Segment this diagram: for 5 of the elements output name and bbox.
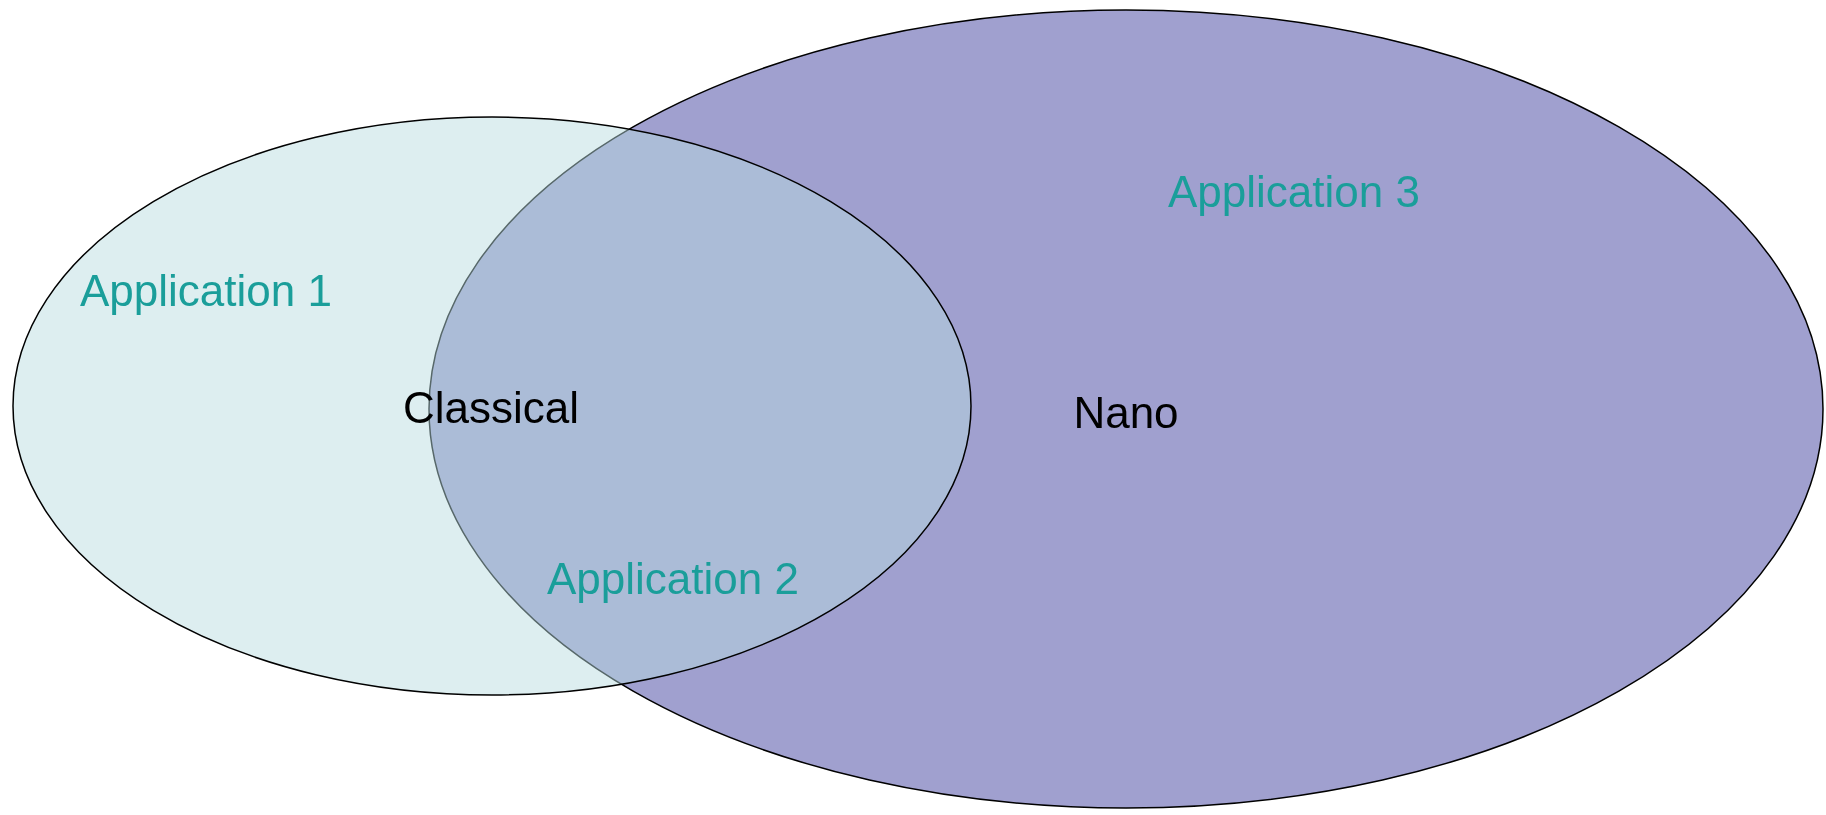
- application-label: Application 3: [1168, 167, 1420, 217]
- application-label: Application 1: [80, 266, 332, 316]
- application-label: Application 2: [547, 554, 799, 604]
- set-label: Nano: [1073, 388, 1179, 438]
- set-label: Classical: [403, 383, 579, 433]
